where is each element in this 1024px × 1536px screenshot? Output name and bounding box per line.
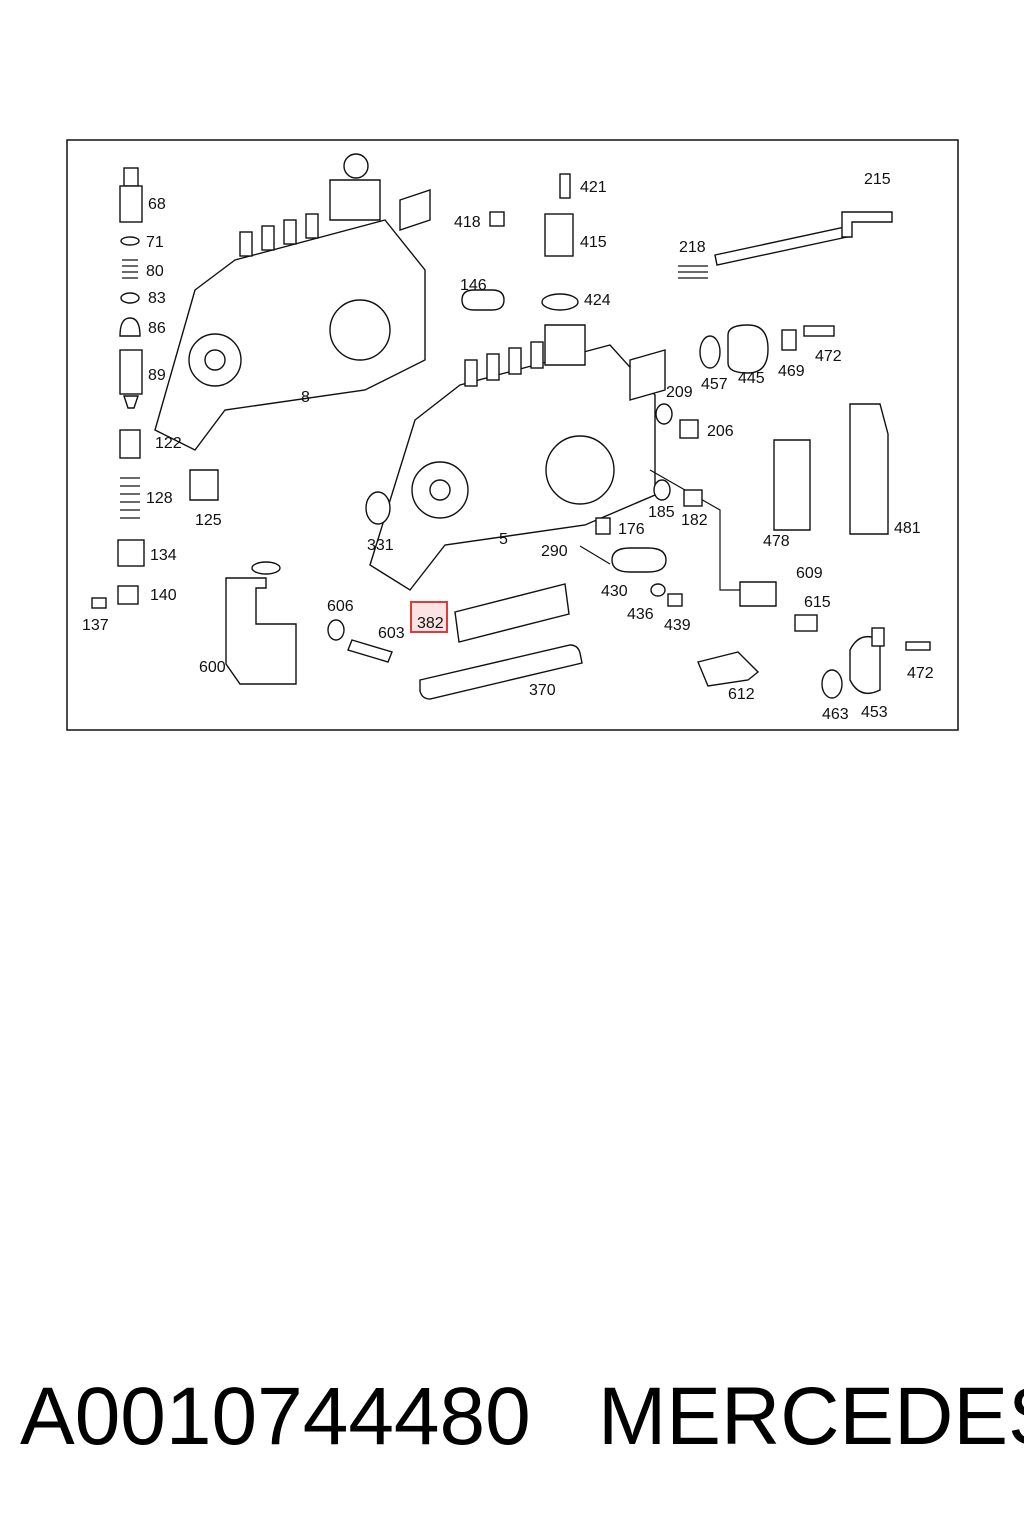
callout-609: 609 (796, 565, 823, 582)
callout-424: 424 (584, 292, 611, 309)
callout-218: 218 (679, 239, 706, 256)
part-drawings-upper-right (461, 173, 893, 535)
callout-421: 421 (580, 179, 607, 196)
part-drawings-left-column (91, 167, 219, 609)
callout-209: 209 (666, 384, 693, 401)
callout-457: 457 (701, 376, 728, 393)
callout-481: 481 (894, 520, 921, 537)
callout-472: 472 (815, 348, 842, 365)
callout-382: 382 (417, 615, 444, 632)
callout-8: 8 (301, 389, 310, 406)
callout-68: 68 (148, 196, 166, 213)
callout-182: 182 (681, 512, 708, 529)
callout-415: 415 (580, 234, 607, 251)
callout-89: 89 (148, 367, 166, 384)
callout-125: 125 (195, 512, 222, 529)
part-number: A0010744480 (20, 1371, 531, 1462)
callout-labels: 68 71 80 83 86 89 122 128 125 134 140 13… (82, 171, 934, 723)
callout-176: 176 (618, 521, 645, 538)
callout-137: 137 (82, 617, 109, 634)
callout-134: 134 (150, 547, 177, 564)
callout-445: 445 (738, 370, 765, 387)
callout-215: 215 (864, 171, 891, 188)
injection-pump-upper (154, 153, 431, 451)
callout-146: 146 (460, 277, 487, 294)
callout-439: 439 (664, 617, 691, 634)
highlight-box-382[interactable] (410, 601, 448, 633)
callout-469: 469 (778, 363, 805, 380)
callout-83: 83 (148, 290, 166, 307)
callout-290: 290 (541, 543, 568, 560)
callout-122: 122 (155, 435, 182, 452)
callout-600: 600 (199, 659, 226, 676)
callout-418: 418 (454, 214, 481, 231)
part-drawings-lower (225, 479, 931, 700)
callout-140: 140 (150, 587, 177, 604)
callout-331: 331 (367, 537, 394, 554)
callout-206: 206 (707, 423, 734, 440)
parts-diagram: 68 71 80 83 86 89 122 128 125 134 140 13… (66, 139, 959, 731)
callout-430: 430 (601, 583, 628, 600)
callout-615: 615 (804, 594, 831, 611)
callout-436: 436 (627, 606, 654, 623)
callout-86: 86 (148, 320, 166, 337)
caption: A0010744480 MERCEDES (20, 1370, 1024, 1470)
callout-370: 370 (529, 682, 556, 699)
callout-5: 5 (499, 531, 508, 548)
callout-453: 453 (861, 704, 888, 721)
callout-80: 80 (146, 263, 164, 280)
callout-463: 463 (822, 706, 849, 723)
callout-603: 603 (378, 625, 405, 642)
brand-name: MERCEDES (598, 1371, 1024, 1462)
callout-612: 612 (728, 686, 755, 703)
callout-128: 128 (146, 490, 173, 507)
callout-478: 478 (763, 533, 790, 550)
callout-472-lower: 472 (907, 665, 934, 682)
callout-185: 185 (648, 504, 675, 521)
callout-71: 71 (146, 234, 164, 251)
callout-606: 606 (327, 598, 354, 615)
